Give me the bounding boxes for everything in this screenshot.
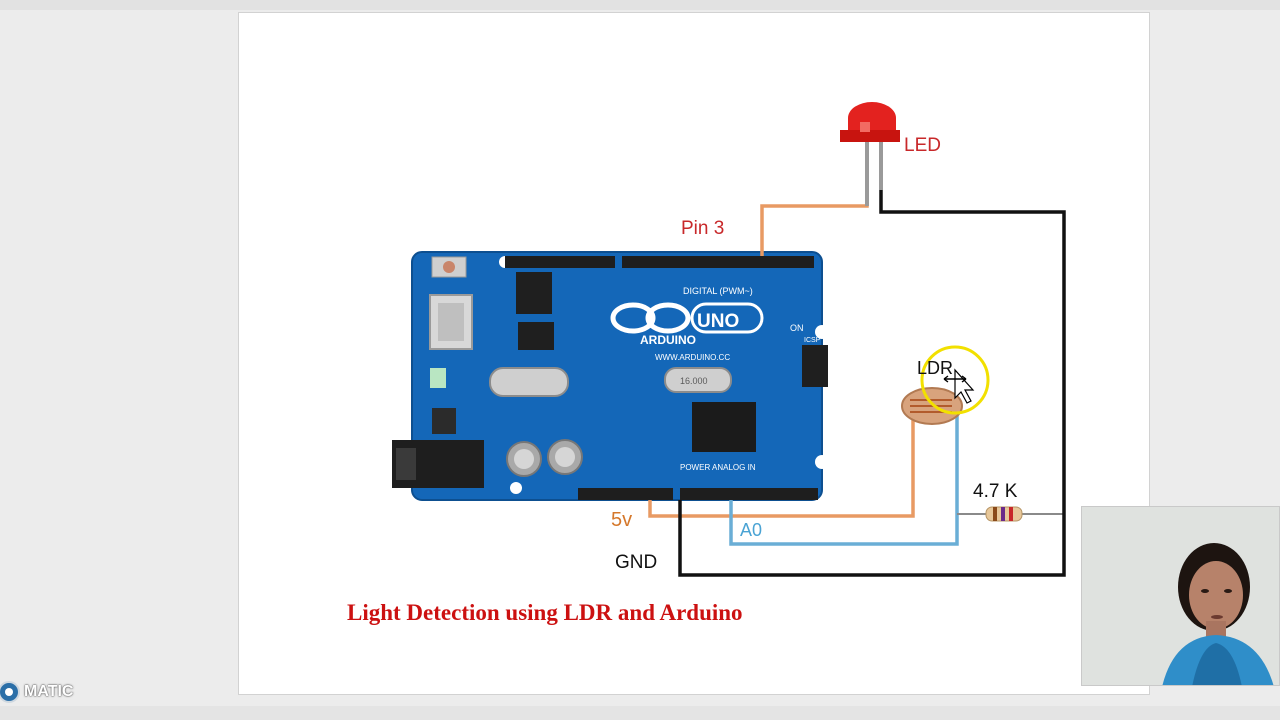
- ldr-component: [901, 387, 963, 425]
- wire-gnd: [678, 146, 1066, 577]
- icsp-label-text: ICSP: [804, 337, 821, 344]
- board-logo-text: UNO: [697, 311, 739, 332]
- board-brand-text: ARDUINO: [640, 333, 696, 347]
- digital-header-text: DIGITAL (PWM~): [683, 286, 753, 296]
- board-url-text: WWW.ARDUINO.CC: [655, 353, 730, 362]
- cursor-highlight-ring: [920, 345, 990, 415]
- move-cursor-icon: [943, 368, 975, 404]
- a0-label: A0: [740, 520, 763, 540]
- slide-title: Light Detection using LDR and Arduino: [347, 600, 743, 625]
- resistor-component: [985, 506, 1023, 522]
- circle-logo-icon: [0, 681, 20, 703]
- resistor-label: 4.7 K: [973, 481, 1018, 502]
- led-label: LED: [904, 135, 941, 156]
- webcam-overlay: [1081, 506, 1280, 686]
- brand-watermark: MATIC: [0, 678, 73, 706]
- wire-a0-to-ldr: [729, 415, 959, 546]
- led-component: [840, 102, 900, 206]
- bottom-bar: [0, 706, 1280, 720]
- analog-header-text: POWER ANALOG IN: [680, 463, 756, 472]
- ldr-label: LDR: [917, 358, 954, 378]
- pin3-label: Pin 3: [681, 218, 725, 239]
- five-v-label: 5v: [611, 509, 633, 531]
- wire-5v-to-ldr: [648, 415, 915, 518]
- presenter-video: [1082, 507, 1279, 685]
- crystal-label-text: 16.000: [680, 376, 708, 386]
- on-label-text: ON: [790, 323, 804, 333]
- gnd-label: GND: [615, 552, 658, 573]
- top-bar: [0, 0, 1280, 10]
- wire-pin3-to-led: [760, 146, 869, 256]
- wires: [648, 146, 1066, 577]
- arduino-uno-board: ARDUINO UNO DIGITAL (PWM~) POWER ANALOG …: [392, 251, 829, 501]
- brand-text: MATIC: [24, 683, 74, 700]
